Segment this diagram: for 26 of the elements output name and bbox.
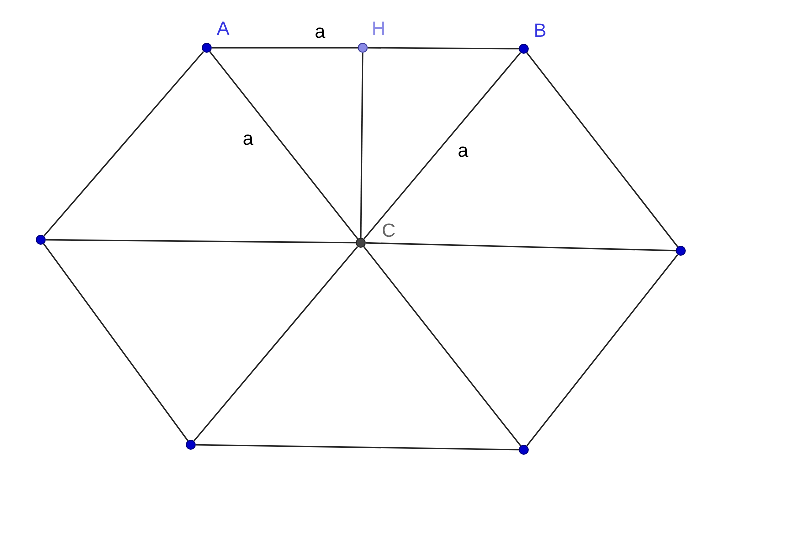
- line-segment: [46, 239, 356, 244]
- point-dot: [356, 238, 366, 248]
- line-segment: [364, 52, 522, 240]
- line-segment: [366, 242, 676, 252]
- point-dot: [519, 44, 529, 54]
- point-dot: [36, 235, 46, 245]
- point-dot: [202, 43, 212, 53]
- line-segment: [526, 254, 678, 446]
- line-segment: [196, 444, 520, 451]
- point-label: C: [382, 222, 396, 242]
- line-segment: [212, 47, 358, 49]
- line-segment: [368, 47, 519, 50]
- line-segment: [44, 51, 204, 237]
- point-dot: [358, 43, 368, 53]
- point-dot: [676, 246, 686, 256]
- point-label: A: [217, 20, 230, 40]
- line-segment: [210, 52, 358, 240]
- line-segment: [526, 52, 678, 248]
- point-dot: [519, 445, 529, 455]
- line-segment: [364, 246, 522, 446]
- line-segment: [360, 53, 364, 238]
- point-label: B: [534, 22, 547, 42]
- point-label: H: [372, 20, 386, 40]
- line-segment: [194, 246, 358, 442]
- line-segment: [43, 244, 189, 442]
- point-dot: [186, 440, 196, 450]
